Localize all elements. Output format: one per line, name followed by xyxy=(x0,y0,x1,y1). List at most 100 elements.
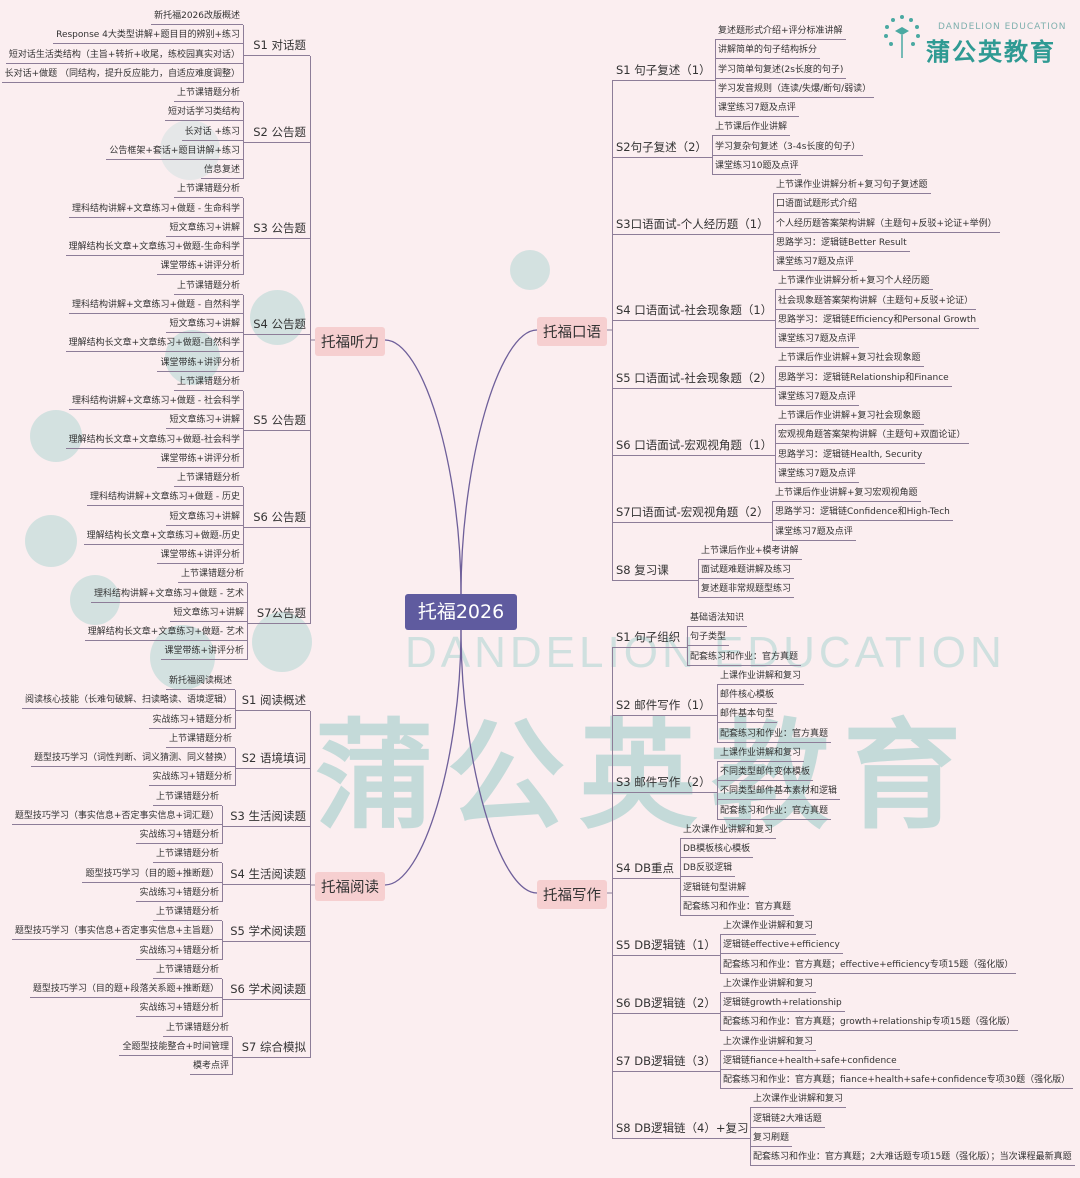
topic-item[interactable]: 思路学习：逻辑链Better Result xyxy=(773,237,910,252)
topic-item[interactable]: 题型技巧学习（目的题+推断题） xyxy=(82,868,222,883)
topic-item[interactable]: 句子类型 xyxy=(687,631,730,647)
center-node[interactable]: 托福2026 xyxy=(405,594,517,630)
topic-item[interactable]: 上课作业讲解和复习 xyxy=(717,747,805,762)
topic-item[interactable]: 课堂练习7题及点评 xyxy=(775,333,859,348)
topic-item[interactable]: 实战练习+错题分析 xyxy=(149,771,235,787)
topic-item[interactable]: 阅读核心技能（长难句破解、扫读略读、语境逻辑） xyxy=(21,694,235,710)
topic-item[interactable]: 不同类型邮件基本素材和逻辑 xyxy=(717,785,841,801)
session-node-listening[interactable]: S3 公告题 xyxy=(243,221,310,239)
session-node-speaking[interactable]: S8 复习课 xyxy=(612,563,698,581)
topic-item[interactable]: 面试题难题讲解及练习 xyxy=(698,564,795,579)
topic-item[interactable]: 题型技巧学习（事实信息+否定事实信息+词汇题） xyxy=(11,810,222,825)
topic-item[interactable]: 课堂练习10题及点评 xyxy=(712,160,802,175)
topic-item[interactable]: 学习复杂句复述（3-4s长度的句子） xyxy=(712,141,864,156)
session-node-listening[interactable]: S4 公告题 xyxy=(243,317,310,335)
session-node-writing[interactable]: S4 DB重点 xyxy=(612,861,680,880)
topic-item[interactable]: DB反驳逻辑 xyxy=(680,862,736,878)
topic-item[interactable]: 邮件基本句型 xyxy=(717,708,778,724)
topic-item[interactable]: 配套练习和作业：官方真题；effective+efficiency专项15题（强… xyxy=(720,959,1017,974)
session-node-listening[interactable]: S7公告题 xyxy=(247,606,310,624)
session-node-listening[interactable]: S5 公告题 xyxy=(243,413,310,432)
topic-item[interactable]: DB模板核心模板 xyxy=(680,843,754,858)
topic-item[interactable]: 课堂带练+讲评分析 xyxy=(161,645,247,661)
session-node-writing[interactable]: S3 邮件写作（2） xyxy=(612,775,717,793)
topic-item[interactable]: 短文章练习+讲解 xyxy=(166,318,243,333)
topic-item[interactable]: 宏观视角题答案架构讲解（主题句+双面论证） xyxy=(775,429,969,445)
session-node-speaking[interactable]: S7口语面试-宏观视角题（2） xyxy=(612,505,772,524)
topic-item[interactable]: 上节课错题分析 xyxy=(152,848,222,864)
session-node-writing[interactable]: S2 邮件写作（1） xyxy=(612,698,717,716)
topic-item[interactable]: 复述题非常规题型练习 xyxy=(698,583,795,599)
topic-item[interactable]: 上节课后作业讲解 xyxy=(712,121,791,137)
session-node-writing[interactable]: S6 DB逻辑链（2） xyxy=(612,996,720,1014)
topic-item[interactable]: 新托福阅读概述 xyxy=(165,675,235,690)
topic-item[interactable]: 理解结构长文章+文章练习+做题-历史 xyxy=(83,530,243,545)
topic-item[interactable]: 逻辑链fiance+health+safe+confidence xyxy=(720,1055,900,1070)
topic-item[interactable]: 配套练习和作业：官方真题 xyxy=(717,728,832,743)
session-node-speaking[interactable]: S2句子复述（2） xyxy=(612,140,712,158)
topic-item[interactable]: 课堂练习7题及点评 xyxy=(775,468,859,483)
topic-item[interactable]: 理科结构讲解+文章练习+做题 - 社会科学 xyxy=(68,395,243,410)
topic-item[interactable]: 全题型技能整合+时间管理 xyxy=(119,1041,232,1056)
topic-item[interactable]: 配套练习和作业：官方真题；growth+relationship专项15题（强化… xyxy=(720,1016,1019,1032)
topic-item[interactable]: 口语面试题形式介绍 xyxy=(773,198,861,214)
topic-item[interactable]: 逻辑链句型讲解 xyxy=(680,882,750,897)
session-node-writing[interactable]: S8 DB逻辑链（4）+复习 xyxy=(612,1121,750,1140)
topic-item[interactable]: 复习刷题 xyxy=(750,1132,793,1147)
topic-item[interactable]: 课堂练习7题及点评 xyxy=(775,391,859,406)
session-node-reading[interactable]: S7 综合模拟 xyxy=(232,1040,310,1058)
branch-node-speaking[interactable]: 托福口语 xyxy=(537,317,607,346)
topic-item[interactable]: 课堂带练+讲评分析 xyxy=(157,453,243,468)
topic-item[interactable]: 邮件核心模板 xyxy=(717,689,778,704)
topic-item[interactable]: 上节课错题分析 xyxy=(173,376,243,391)
session-node-speaking[interactable]: S5 口语面试-社会现象题（2） xyxy=(612,371,775,389)
topic-item[interactable]: 课堂带练+讲评分析 xyxy=(157,357,243,372)
topic-item[interactable]: 理解结构长文章+文章练习+做题- 艺术 xyxy=(84,626,247,641)
session-node-reading[interactable]: S1 阅读概述 xyxy=(235,693,310,712)
branch-node-reading[interactable]: 托福阅读 xyxy=(315,872,385,901)
topic-item[interactable]: 理科结构讲解+文章练习+做题 - 历史 xyxy=(86,491,243,507)
topic-item[interactable]: 学习简单句复述(2s长度的句子) xyxy=(715,64,847,79)
topic-item[interactable]: 上节课错题分析 xyxy=(173,280,243,295)
topic-item[interactable]: 理解结构长文章+文章练习+做题-社会科学 xyxy=(65,434,243,449)
topic-item[interactable]: 配套练习和作业：官方真题 xyxy=(717,805,832,820)
topic-item[interactable]: 短文章练习+讲解 xyxy=(166,511,243,526)
topic-item[interactable]: 理解结构长文章+文章练习+做题-自然科学 xyxy=(65,337,243,353)
topic-item[interactable]: 短对话学习类结构 xyxy=(164,106,243,122)
session-node-reading[interactable]: S4 生活阅读题 xyxy=(222,867,310,885)
topic-item[interactable]: 上节课后作业讲解+复习社会现象题 xyxy=(775,352,924,368)
topic-item[interactable]: 上次课作业讲解和复习 xyxy=(720,920,817,935)
session-node-reading[interactable]: S6 学术阅读题 xyxy=(222,982,310,1000)
session-node-speaking[interactable]: S6 口语面试-宏观视角题（1） xyxy=(612,438,775,456)
topic-item[interactable]: 短对话生活类结构（主旨+转折+收尾，练校园真实对话） xyxy=(5,49,243,64)
session-node-writing[interactable]: S5 DB逻辑链（1） xyxy=(612,938,720,957)
branch-node-writing[interactable]: 托福写作 xyxy=(537,880,607,909)
topic-item[interactable]: 上节课错题分析 xyxy=(177,568,247,584)
topic-item[interactable]: 理科结构讲解+文章练习+做题 - 艺术 xyxy=(90,588,247,603)
topic-item[interactable]: 课堂带练+讲评分析 xyxy=(157,260,243,276)
session-node-listening[interactable]: S2 公告题 xyxy=(243,125,310,143)
topic-item[interactable]: 逻辑链effective+efficiency xyxy=(720,939,843,955)
topic-item[interactable]: 新托福2026改版概述 xyxy=(151,10,243,25)
session-node-speaking[interactable]: S4 口语面试-社会现象题（1） xyxy=(612,303,775,322)
topic-item[interactable]: 短文章练习+讲解 xyxy=(170,607,247,622)
topic-item[interactable]: 上节课后作业+模考讲解 xyxy=(698,545,802,560)
topic-item[interactable]: 理解结构长文章+文章练习+做题-生命科学 xyxy=(65,241,243,256)
topic-item[interactable]: 课堂练习7题及点评 xyxy=(773,256,857,271)
topic-item[interactable]: 实战练习+错题分析 xyxy=(136,829,222,844)
topic-item[interactable]: 思路学习：逻辑链Confidence和High-Tech xyxy=(772,506,953,522)
topic-item[interactable]: 课堂练习7题及点评 xyxy=(715,102,799,117)
branch-node-listening[interactable]: 托福听力 xyxy=(315,327,385,356)
topic-item[interactable]: 题型技巧学习（词性判断、词义猜测、同义替换） xyxy=(30,752,235,767)
topic-item[interactable]: 短文章练习+讲解 xyxy=(166,222,243,237)
session-node-listening[interactable]: S6 公告题 xyxy=(243,510,310,528)
session-node-speaking[interactable]: S3口语面试-个人经历题（1） xyxy=(612,217,773,235)
topic-item[interactable]: 基础语法知识 xyxy=(687,612,748,627)
topic-item[interactable]: 上节课错题分析 xyxy=(165,733,235,748)
topic-item[interactable]: 上节课错题分析 xyxy=(152,964,222,979)
topic-item[interactable]: 思路学习：逻辑链Efficiency和Personal Growth xyxy=(775,314,980,329)
session-node-writing[interactable]: S1 句子组织 xyxy=(612,630,687,649)
topic-item[interactable]: 上节课错题分析 xyxy=(162,1022,232,1037)
session-node-reading[interactable]: S2 语境填词 xyxy=(235,751,310,769)
session-node-listening[interactable]: S1 对话题 xyxy=(243,38,310,56)
